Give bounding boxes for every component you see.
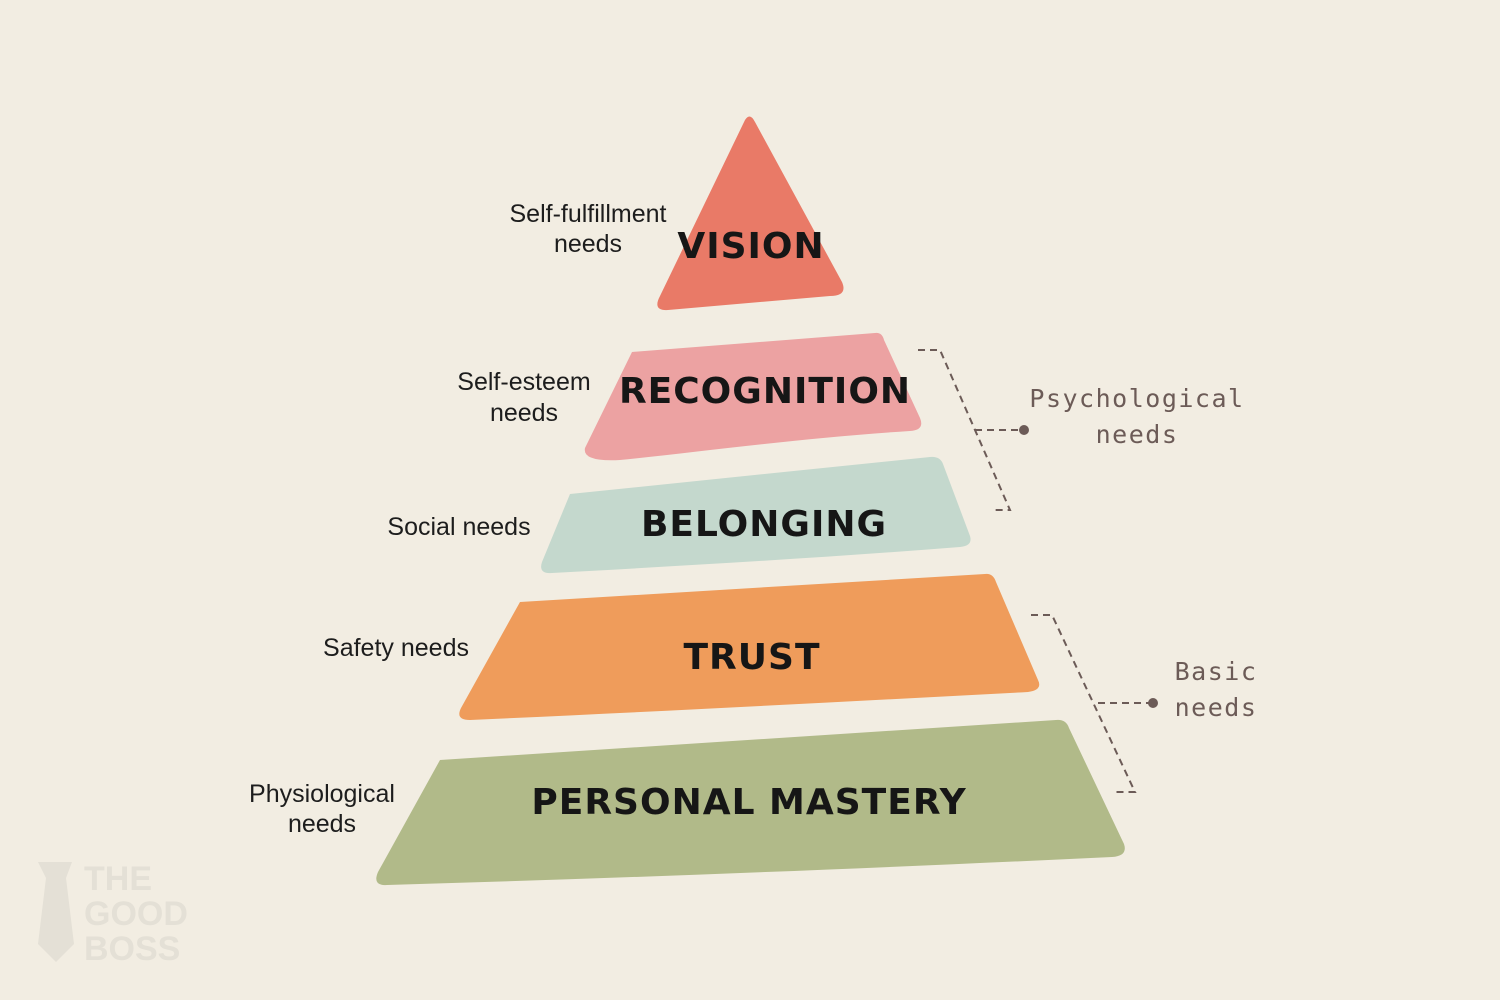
tier-description-recognition-line-1: Self-esteem (457, 368, 590, 396)
watermark-line-2: GOOD (84, 895, 188, 933)
tier-description-trust: Safety needs (323, 634, 469, 662)
tier-trust-shape (459, 573, 1040, 720)
basic-needs-bracket (1031, 614, 1158, 793)
tier-vision-shape (657, 116, 844, 311)
group-label-psychological-line-2: needs (1096, 420, 1179, 449)
tier-description-vision-line-2: needs (554, 230, 622, 258)
tier-description-belonging: Social needs (387, 513, 530, 541)
tier-label-recognition: RECOGNITION (619, 371, 911, 412)
watermark-line-3: BOSS (84, 930, 180, 968)
tier-description-vision-line-1: Self-fulfillment (510, 200, 667, 228)
group-label-basic-line-1: Basic (1175, 657, 1258, 686)
tier-label-belonging: BELONGING (641, 504, 887, 545)
tier-description-recognition-line-2: needs (490, 399, 558, 427)
psychological-bracket-dot (1019, 425, 1029, 435)
group-label-psychological-line-1: Psychological (1029, 384, 1244, 413)
group-label-basic-line-2: needs (1175, 693, 1258, 722)
tier-recognition-shape (584, 332, 922, 461)
tier-description-mastery-line-1: Physiological (249, 780, 395, 808)
tier-label-mastery: PERSONAL MASTERY (531, 782, 966, 823)
psychological-needs-bracket (918, 349, 1029, 511)
tier-description-mastery-line-2: needs (288, 810, 356, 838)
tier-belonging-shape (541, 456, 971, 574)
tier-mastery-shape (376, 719, 1125, 886)
watermark-logo: THE GOOD BOSS (38, 860, 188, 968)
tier-label-vision: VISION (677, 226, 824, 267)
watermark-line-1: THE (84, 860, 152, 898)
tie-icon (38, 862, 74, 962)
tier-label-trust: TRUST (684, 637, 821, 678)
basic-bracket-dot (1148, 698, 1158, 708)
